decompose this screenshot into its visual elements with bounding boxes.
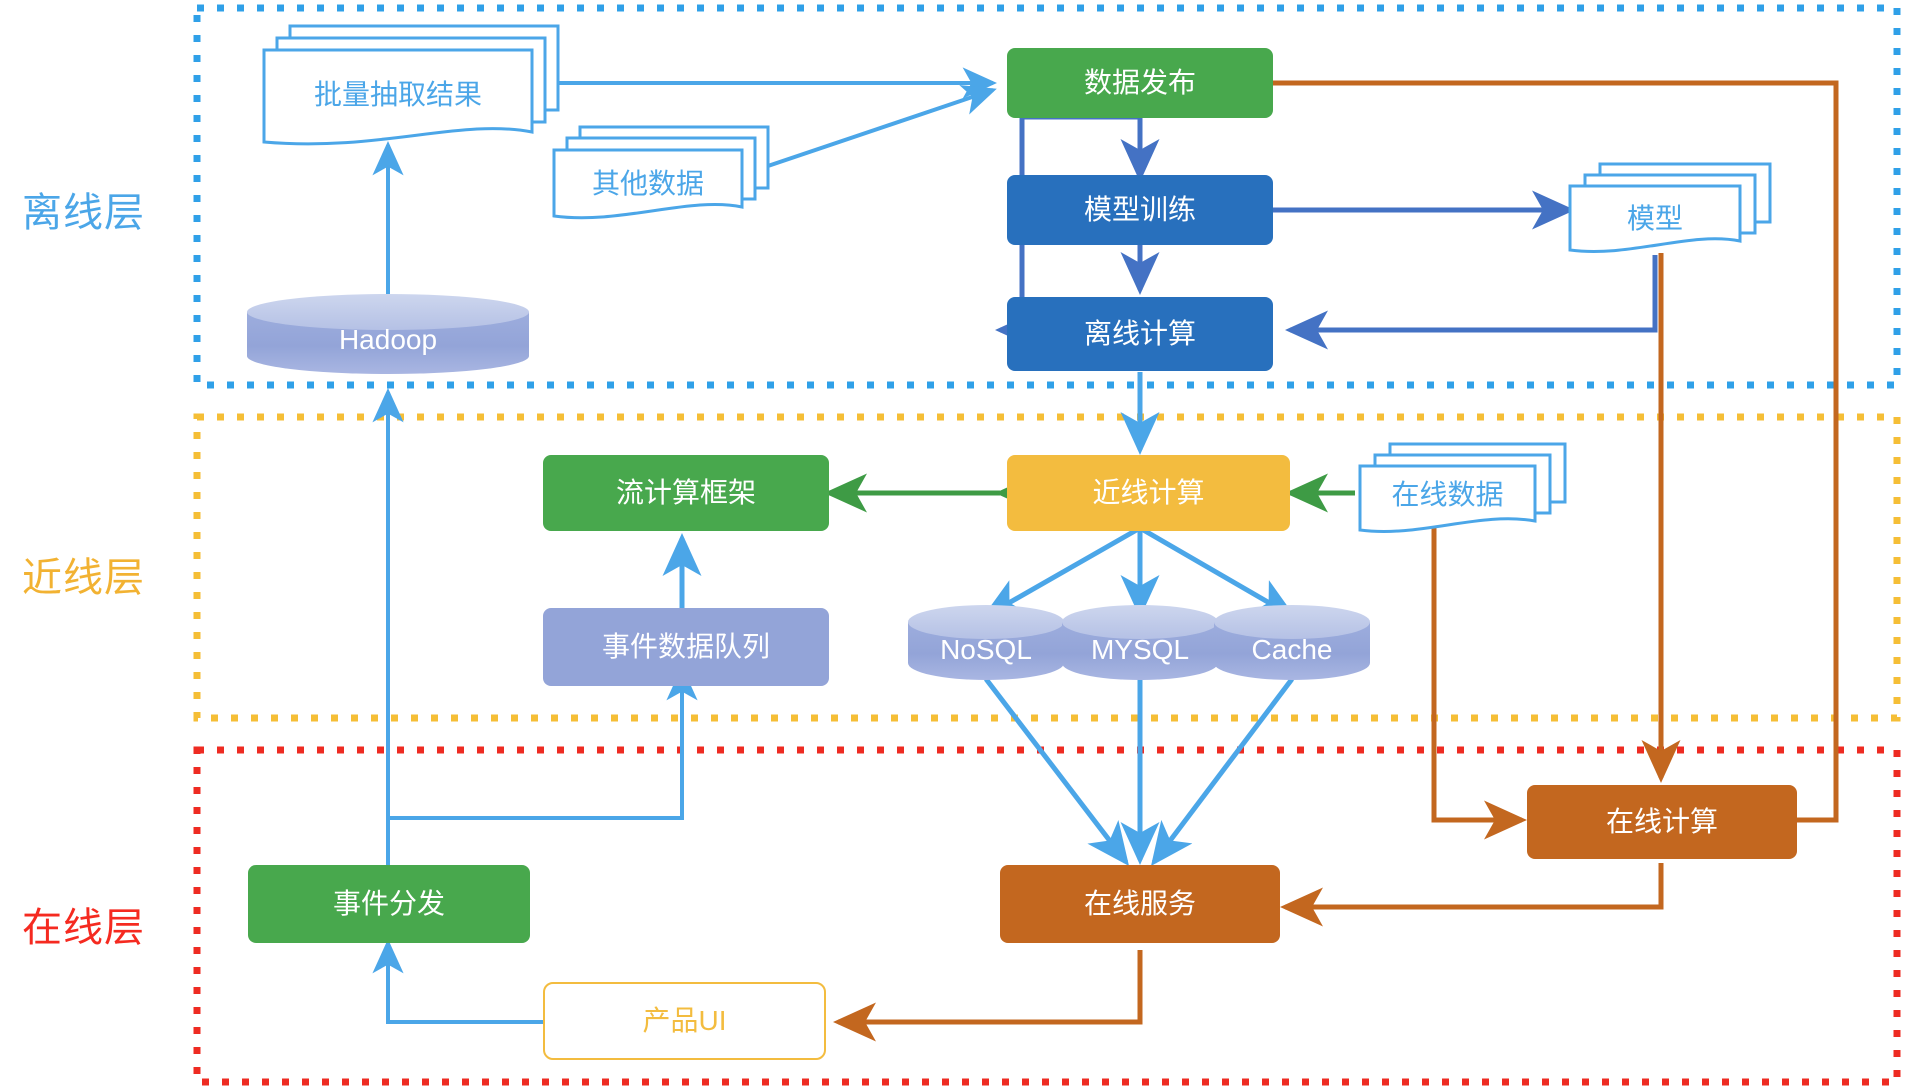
node-label-model-training: 模型训练 — [1083, 194, 1196, 226]
layer-label-online: 在线层 — [22, 906, 145, 950]
node-mysql[interactable]: MYSQL — [1062, 612, 1218, 680]
node-label-hadoop: Hadoop — [338, 324, 438, 356]
document-stack-shape-other — [552, 125, 770, 220]
node-label-event-queue: 事件数据队列 — [601, 631, 770, 663]
edge-model-to-offlinecompute — [1284, 255, 1658, 350]
node-label-event-dispatch: 事件分发 — [332, 888, 445, 920]
edge-cache-to-onlineservice — [1150, 677, 1294, 866]
node-nearline-compute[interactable]: 近线计算 — [1007, 455, 1290, 531]
edge-nearline-to-nosql — [981, 525, 1142, 619]
document-stack-shape-model — [1568, 162, 1772, 253]
edge-other-to-publish — [761, 84, 997, 170]
edge-onlinedata-to-onlinecompute — [1431, 520, 1528, 840]
node-event-queue[interactable]: 事件数据队列 — [543, 608, 829, 686]
edge-dispatch-to-queue — [388, 665, 698, 820]
node-stream-framework[interactable]: 流计算框架 — [543, 455, 829, 531]
cylinder-shape-cache — [1214, 605, 1370, 680]
node-event-dispatch[interactable]: 事件分发 — [248, 865, 530, 943]
edge-onlinecompute-to-onlineservice — [1279, 863, 1664, 927]
node-label-stream-framework: 流计算框架 — [615, 477, 756, 509]
node-online-compute[interactable]: 在线计算 — [1527, 785, 1797, 859]
node-label-online-service: 在线服务 — [1083, 888, 1196, 920]
cylinder-shape-nosql — [908, 605, 1064, 680]
node-label-batch-extract: 批量抽取结果 — [313, 79, 482, 111]
node-label-product-ui: 产品UI — [642, 1005, 727, 1037]
node-label-data-publish: 数据发布 — [1083, 67, 1196, 99]
node-label-online-data: 在线数据 — [1391, 479, 1504, 511]
node-label-model: 模型 — [1626, 203, 1683, 235]
edge-onlineservice-to-productui — [832, 950, 1143, 1042]
layer-frame-offline — [193, 4, 1901, 389]
node-label-cache: Cache — [1251, 634, 1333, 666]
edge-productui-to-dispatch — [372, 938, 545, 1024]
edge-nosql-to-onlineservice — [984, 677, 1130, 866]
node-label-nosql: NoSQL — [940, 634, 1032, 666]
node-online-data[interactable]: 在线数据 — [1360, 466, 1535, 524]
node-batch-extract[interactable]: 批量抽取结果 — [264, 60, 532, 130]
node-hadoop[interactable]: Hadoop — [247, 300, 529, 372]
node-label-other-data: 其他数据 — [591, 168, 704, 200]
node-offline-compute[interactable]: 离线计算 — [1007, 297, 1273, 371]
node-label-nearline-compute: 近线计算 — [1092, 477, 1205, 509]
node-model[interactable]: 模型 — [1570, 190, 1740, 248]
node-online-service[interactable]: 在线服务 — [1000, 865, 1280, 943]
node-product-ui[interactable]: 产品UI — [543, 982, 826, 1060]
cylinder-shape-hadoop — [247, 294, 529, 374]
cylinder-shape-mysql — [1062, 605, 1218, 680]
node-cache[interactable]: Cache — [1214, 612, 1370, 680]
node-label-online-compute: 在线计算 — [1605, 806, 1718, 838]
node-nosql[interactable]: NoSQL — [908, 612, 1064, 680]
layer-label-offline: 离线层 — [22, 191, 145, 235]
layer-label-nearline: 近线层 — [22, 556, 145, 600]
node-label-mysql: MYSQL — [1090, 634, 1190, 666]
node-other-data[interactable]: 其他数据 — [554, 155, 742, 213]
node-model-training[interactable]: 模型训练 — [1007, 175, 1273, 245]
layer-frame-online — [193, 746, 1901, 1086]
node-data-publish[interactable]: 数据发布 — [1007, 48, 1273, 118]
node-label-offline-compute: 离线计算 — [1083, 318, 1196, 350]
document-stack-shape-batch — [262, 24, 560, 146]
document-stack-shape-onlinedata — [1358, 442, 1567, 533]
edge-nearline-to-cache — [1138, 525, 1297, 619]
